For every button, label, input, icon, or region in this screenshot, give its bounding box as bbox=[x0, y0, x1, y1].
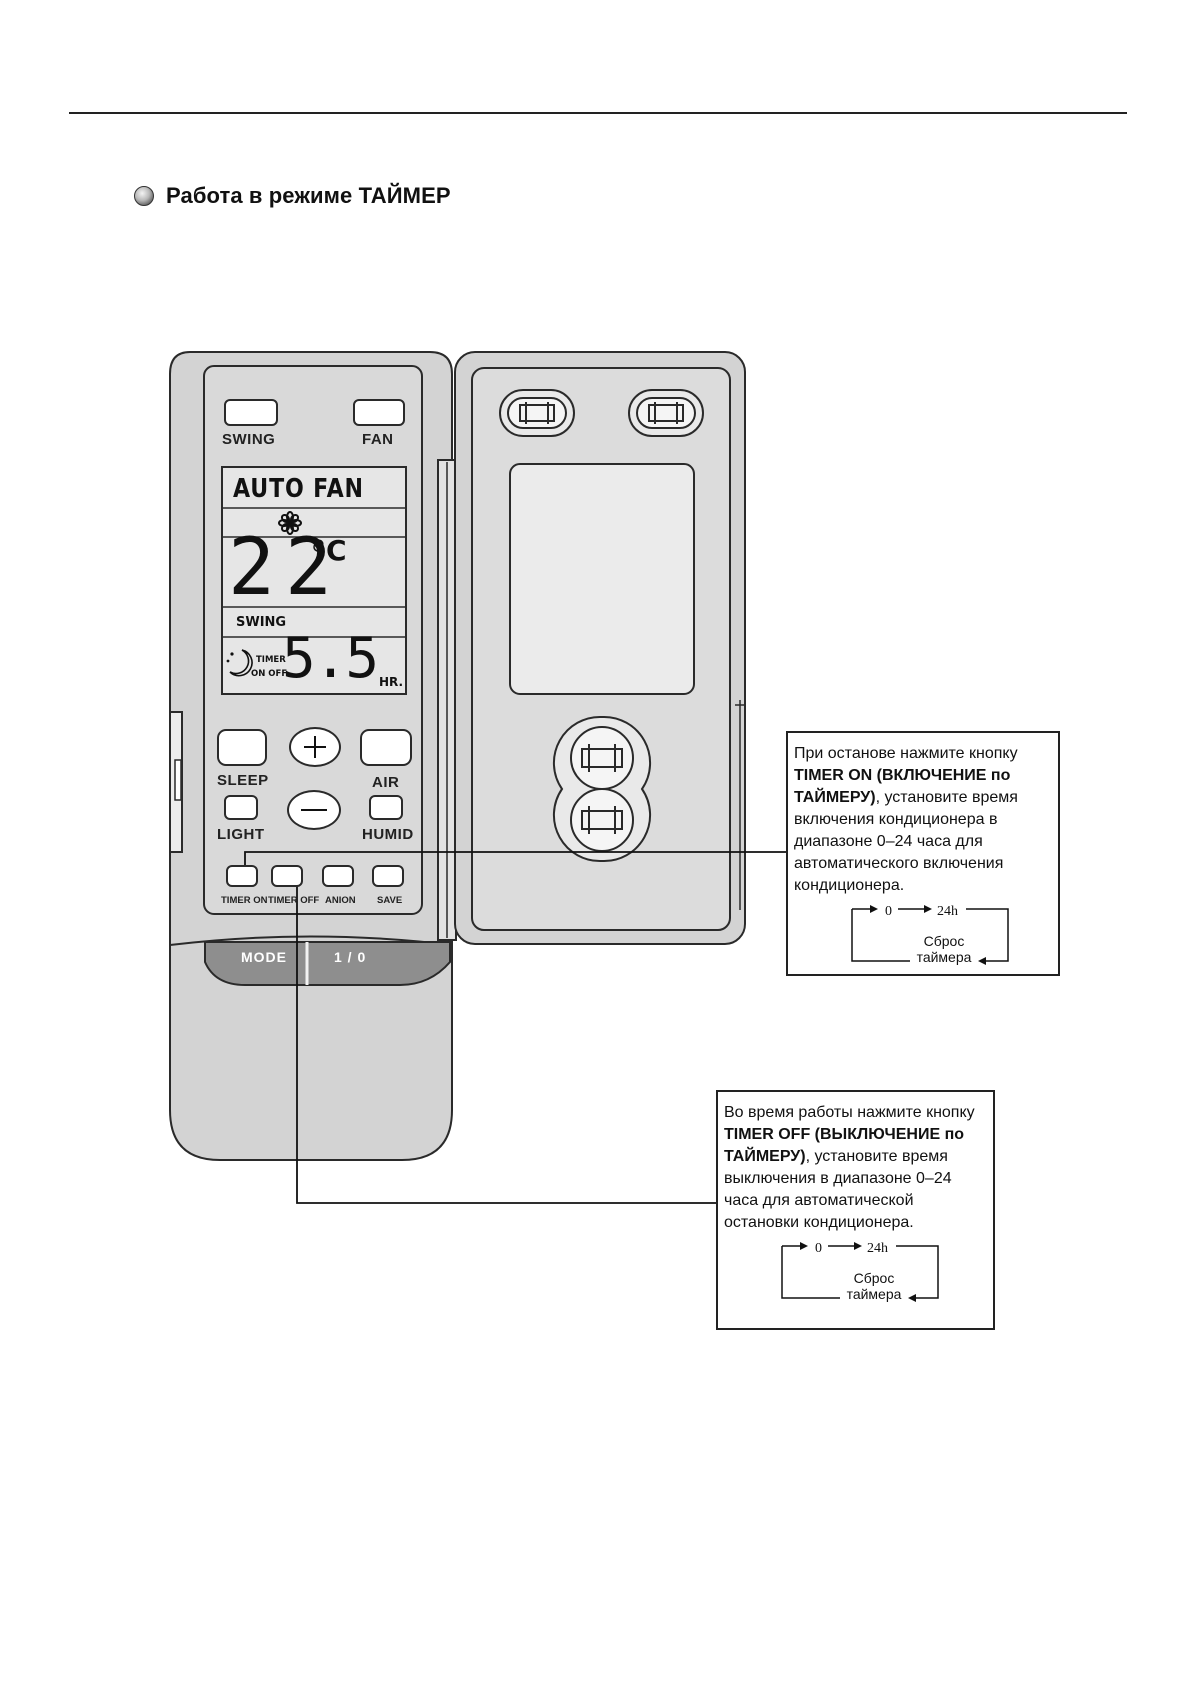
timer-off-label: TIMER OFF bbox=[268, 895, 320, 906]
plus-icon bbox=[304, 736, 326, 758]
cycle-start: 0 bbox=[815, 1241, 822, 1256]
anion-label: ANION bbox=[325, 895, 356, 906]
latch-icon-bottom bbox=[552, 715, 652, 863]
latch-icon-right bbox=[628, 389, 704, 437]
cycle-start: 0 bbox=[885, 904, 892, 919]
timer-on-text-bold: TIMER ON (ВКЛЮЧЕНИЕ по ТАЙМЕРУ) bbox=[794, 767, 1011, 806]
power-button[interactable]: 1 / 0 bbox=[334, 949, 367, 965]
lcd-swing: SWING bbox=[236, 615, 287, 630]
timer-on-text-rest: , установите время включения кондиционер… bbox=[794, 789, 1018, 894]
lcd-mode-line: AUTO FAN bbox=[233, 474, 364, 504]
lcd-timer-value: 5.5 bbox=[282, 626, 379, 691]
plus-button[interactable] bbox=[289, 727, 341, 767]
timer-off-cycle-diagram: 0 24h Сброс таймера bbox=[724, 1238, 985, 1304]
save-button[interactable] bbox=[372, 865, 404, 887]
fan-icon bbox=[278, 511, 302, 535]
cycle-arrows bbox=[781, 1242, 939, 1302]
swing-button[interactable] bbox=[224, 399, 278, 426]
air-button[interactable] bbox=[360, 729, 412, 766]
minus-button[interactable] bbox=[287, 790, 341, 830]
anion-button[interactable] bbox=[322, 865, 354, 887]
lcd-temp-unit: °C bbox=[312, 534, 347, 567]
humid-button[interactable] bbox=[369, 795, 403, 820]
save-label: SAVE bbox=[377, 895, 403, 906]
fan-button[interactable] bbox=[353, 399, 405, 426]
timer-on-label: TIMER ON bbox=[221, 895, 268, 906]
timer-on-button[interactable] bbox=[226, 865, 258, 887]
air-label: AIR bbox=[372, 774, 400, 791]
mode-button[interactable]: MODE bbox=[241, 949, 287, 965]
timer-off-text-rest: , установите время выключения в диапазон… bbox=[724, 1148, 952, 1231]
timer-off-callout: Во время работы нажмите кнопку TIMER OFF… bbox=[716, 1090, 995, 1330]
timer-on-leader bbox=[244, 851, 790, 865]
cycle-end: 24h bbox=[937, 904, 958, 919]
cycle-reset-label: Сброс таймера bbox=[904, 933, 984, 965]
reset-line-1: Сброс bbox=[923, 933, 965, 949]
reset-line-2: таймера bbox=[916, 949, 972, 965]
section-title: Работа в режиме ТАЙМЕР bbox=[166, 183, 451, 208]
sleep-button[interactable] bbox=[217, 729, 267, 766]
timer-on-text-1: При останове нажмите кнопку bbox=[794, 745, 1018, 762]
top-rule bbox=[69, 112, 1127, 114]
lcd-on-off: ON OFF bbox=[251, 669, 288, 679]
lcd-timer: TIMER bbox=[256, 655, 286, 665]
reset-line-1: Сброс bbox=[853, 1270, 895, 1286]
sleep-label: SLEEP bbox=[217, 772, 269, 789]
swing-label: SWING bbox=[222, 431, 276, 448]
timer-on-callout: При останове нажмите кнопку TIMER ON (ВК… bbox=[786, 731, 1060, 976]
timer-off-text-bold: TIMER OFF (ВЫКЛЮЧЕНИЕ по ТАЙМЕРУ) bbox=[724, 1126, 965, 1165]
mode-power-strip bbox=[204, 941, 451, 986]
reset-line-2: таймера bbox=[846, 1286, 902, 1302]
timer-on-cycle-diagram: 0 24h Сброс таймера bbox=[794, 901, 1050, 967]
light-label: LIGHT bbox=[217, 826, 265, 843]
lcd-temperature: 22 bbox=[228, 523, 342, 613]
bullet-icon bbox=[134, 186, 154, 206]
fan-label: FAN bbox=[362, 431, 394, 448]
lcd-screen bbox=[221, 466, 407, 695]
timer-off-button[interactable] bbox=[271, 865, 303, 887]
latch-icon-left bbox=[499, 389, 575, 437]
timer-off-leader bbox=[296, 868, 716, 1204]
timer-off-text-1: Во время работы нажмите кнопку bbox=[724, 1104, 975, 1121]
light-button[interactable] bbox=[224, 795, 258, 820]
minus-icon bbox=[301, 809, 327, 811]
humid-label: HUMID bbox=[362, 826, 414, 843]
cycle-arrows bbox=[851, 905, 1009, 965]
section-heading: Работа в режиме ТАЙМЕР bbox=[134, 183, 451, 209]
lcd-hours-unit: HR. bbox=[379, 675, 404, 689]
cycle-end: 24h bbox=[867, 1241, 888, 1256]
cycle-reset-label: Сброс таймера bbox=[834, 1270, 914, 1302]
sleep-icon bbox=[226, 649, 253, 677]
degree-dot-icon bbox=[313, 542, 323, 552]
side-tab-slot bbox=[174, 759, 182, 801]
battery-window bbox=[509, 463, 695, 695]
